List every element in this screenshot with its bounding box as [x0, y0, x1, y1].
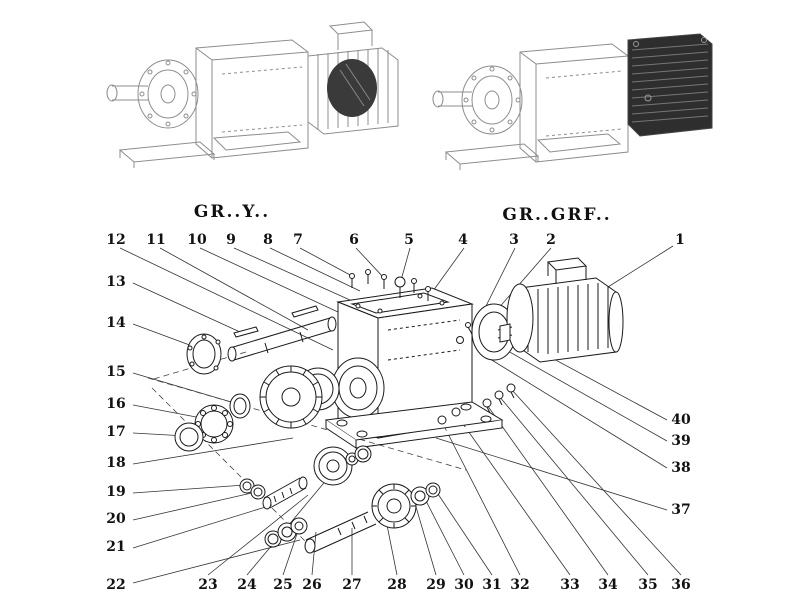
part-callout-17: 17	[106, 424, 126, 440]
part-callout-39: 39	[671, 433, 691, 449]
part-callout-14: 14	[106, 315, 126, 331]
input-shaft-assembly	[186, 305, 337, 375]
part-callout-28: 28	[387, 577, 407, 593]
part-callout-29: 29	[426, 577, 446, 593]
part-callout-32: 32	[510, 577, 530, 593]
part-callout-24: 24	[237, 577, 257, 593]
part-callout-33: 33	[560, 577, 580, 593]
part-callout-6: 6	[349, 232, 359, 248]
model-label-gr-y: GR..Y..	[193, 202, 271, 222]
part-callout-4: 4	[458, 232, 468, 248]
part-callout-38: 38	[671, 460, 691, 476]
part-callout-1: 1	[675, 232, 685, 248]
part-callout-11: 11	[146, 232, 166, 248]
part-callout-12: 12	[106, 232, 126, 248]
part-callout-27: 27	[342, 577, 362, 593]
intermediate-gear-set	[239, 445, 372, 510]
flange-fasteners	[437, 383, 516, 425]
part-callout-22: 22	[106, 577, 126, 593]
part-callout-3: 3	[509, 232, 519, 248]
part-callout-18: 18	[106, 455, 126, 471]
part-callout-9: 9	[226, 232, 236, 248]
output-shaft-assembly	[264, 482, 441, 554]
part-callout-7: 7	[293, 232, 303, 248]
part-callout-31: 31	[482, 577, 502, 593]
assembled-view-gr-y	[106, 21, 399, 168]
part-callout-15: 15	[106, 364, 126, 380]
part-callout-40: 40	[671, 412, 691, 428]
model-label-gr-grf: GR..GRF..	[502, 205, 612, 225]
gearbox-housing	[324, 287, 504, 449]
part-callout-25: 25	[273, 577, 293, 593]
motor	[471, 257, 624, 363]
part-callout-5: 5	[404, 232, 414, 248]
part-callout-20: 20	[106, 511, 126, 527]
part-callout-13: 13	[106, 274, 126, 290]
part-callout-10: 10	[187, 232, 207, 248]
assembled-view-gr-grf	[432, 33, 713, 170]
part-callout-16: 16	[106, 396, 126, 412]
bearings	[174, 393, 251, 452]
part-callout-30: 30	[454, 577, 474, 593]
part-callout-37: 37	[671, 502, 691, 518]
part-callout-35: 35	[638, 577, 658, 593]
part-callout-34: 34	[598, 577, 618, 593]
main-gear	[259, 365, 340, 429]
part-callout-8: 8	[263, 232, 273, 248]
part-callout-23: 23	[198, 577, 218, 593]
part-callout-26: 26	[302, 577, 322, 593]
part-callout-19: 19	[106, 484, 126, 500]
part-callout-36: 36	[671, 577, 691, 593]
part-callout-21: 21	[106, 539, 126, 555]
part-callout-2: 2	[546, 232, 556, 248]
